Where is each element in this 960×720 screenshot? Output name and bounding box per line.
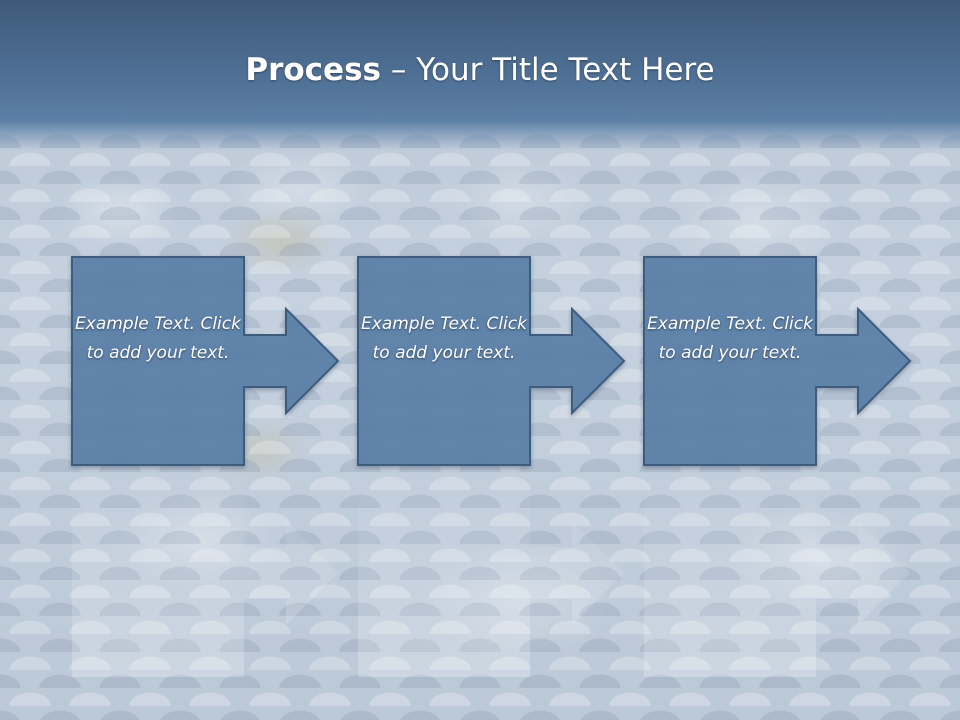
title-bold-part: Process	[245, 52, 381, 88]
title-rest-part: – Your Title Text Here	[381, 52, 715, 88]
process-step-3-text[interactable]: Example Text. Click to add your text.	[647, 314, 813, 363]
step-reflection	[644, 469, 910, 677]
step-reflection	[358, 469, 624, 677]
slide-title[interactable]: Process – Your Title Text Here	[0, 52, 960, 88]
step-reflection	[72, 469, 338, 677]
process-step-1-text[interactable]: Example Text. Click to add your text.	[75, 314, 241, 363]
process-step-3-shape[interactable]	[643, 256, 912, 466]
process-step-2-shape[interactable]	[357, 256, 626, 466]
title-banner	[0, 0, 960, 150]
process-step-1-shape[interactable]	[71, 256, 340, 466]
process-step-2-text[interactable]: Example Text. Click to add your text.	[361, 314, 527, 363]
